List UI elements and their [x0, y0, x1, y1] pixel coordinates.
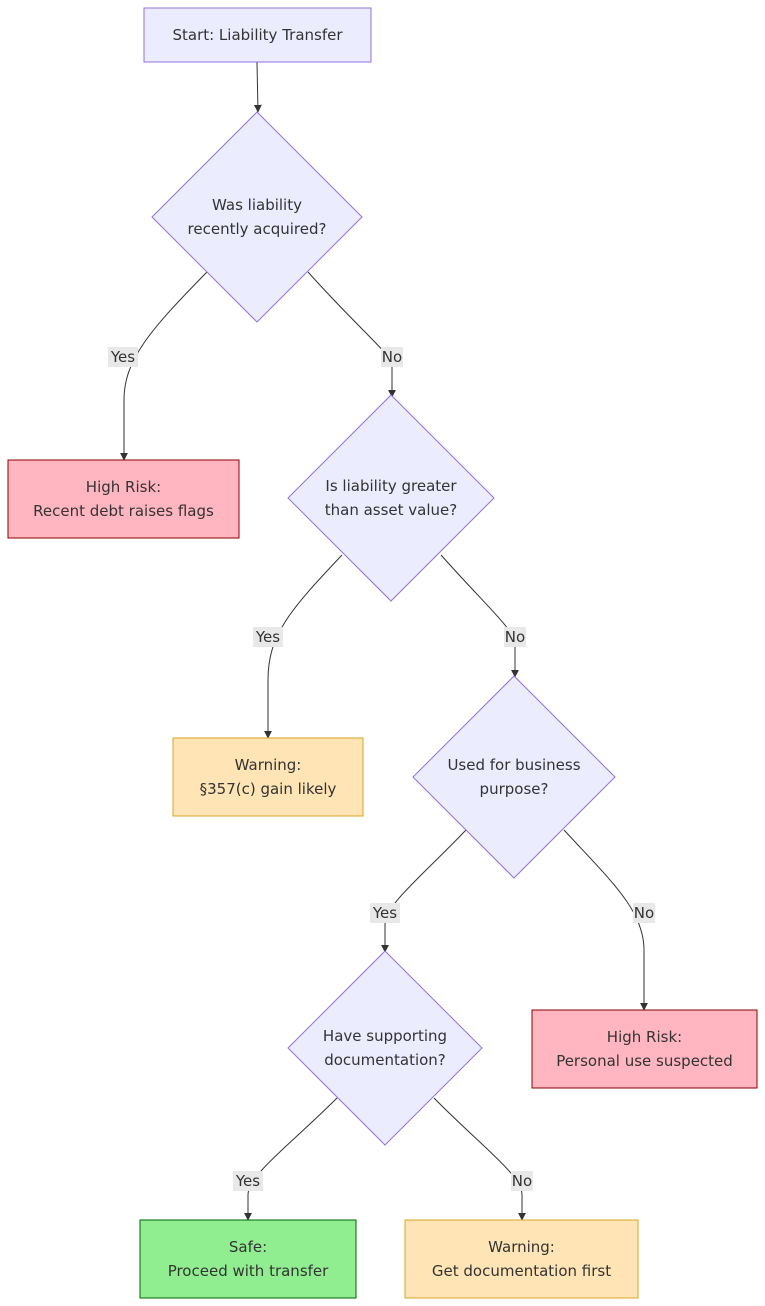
- node-label-line: documentation?: [324, 1051, 446, 1069]
- decision-diamond: [287, 950, 483, 1146]
- node-label-line: Get documentation first: [432, 1262, 611, 1280]
- node-label-line: purpose?: [480, 780, 549, 798]
- decision-node-q2: Is liability greater than asset value?: [287, 394, 495, 602]
- process-node-warn2: Warning: Get documentation first: [404, 1219, 639, 1299]
- edge-label-background: [108, 347, 138, 367]
- decision-node-q1: Was liability recently acquired?: [151, 111, 363, 323]
- node-label-line: High Risk:: [86, 478, 161, 496]
- edge-label-background: [504, 627, 526, 647]
- node-label-line: than asset value?: [325, 501, 458, 519]
- process-box: [139, 1219, 357, 1299]
- edge-label-background: [511, 1171, 533, 1191]
- node-label-line: recently acquired?: [188, 220, 327, 238]
- edge-q4-to-safe: [244, 1097, 338, 1221]
- decision-diamond: [151, 111, 363, 323]
- process-box: [143, 7, 372, 63]
- decision-node-q4: Have supporting documentation?: [287, 950, 483, 1146]
- edge-q1-to-risk1: [120, 271, 208, 461]
- edge-label-background: [233, 1171, 263, 1191]
- node-label-line: Was liability: [212, 196, 302, 214]
- edge-label-q3-to-q4: Yes: [370, 903, 400, 923]
- edge-label-q1-to-q2: No: [381, 347, 403, 367]
- node-label-line: Warning:: [488, 1238, 555, 1256]
- edge-label-background: [370, 903, 400, 923]
- node-label-line: Proceed with transfer: [168, 1262, 329, 1280]
- edge-start-to-q1: [253, 61, 262, 113]
- process-node-safe: Safe: Proceed with transfer: [139, 1219, 357, 1299]
- edge-q1-to-q2: [307, 271, 396, 398]
- node-label-line: Safe:: [229, 1238, 267, 1256]
- edge-label-text: No: [512, 1172, 532, 1190]
- edge-label-text: No: [505, 628, 525, 646]
- decision-node-q3: Used for business purpose?: [412, 675, 616, 879]
- node-label-line: Used for business: [447, 756, 580, 774]
- edge-label-text: Yes: [235, 1172, 260, 1190]
- node-label-line: Is liability greater: [325, 477, 457, 495]
- edge-q2-to-warn1: [264, 554, 343, 739]
- node-label-line: Warning:: [235, 756, 302, 774]
- node-label-line: High Risk:: [607, 1028, 682, 1046]
- edge-label-q4-to-warn2: No: [511, 1171, 533, 1191]
- edge-q4-to-warn2: [433, 1097, 526, 1221]
- edge-label-text: Yes: [255, 628, 280, 646]
- process-box: [404, 1219, 639, 1299]
- edge-label-q2-to-warn1: Yes: [253, 627, 283, 647]
- edge-label-text: Yes: [372, 904, 397, 922]
- decision-diamond: [412, 675, 616, 879]
- edge-q3-to-risk2: [563, 829, 648, 1011]
- edge-label-background: [253, 627, 283, 647]
- edge-label-text: No: [382, 348, 402, 366]
- process-node-risk1: High Risk: Recent debt raises flags: [7, 459, 240, 539]
- edge-label-q3-to-risk2: No: [633, 903, 655, 923]
- decision-diamond: [287, 394, 495, 602]
- process-node-warn1: Warning: §357(c) gain likely: [172, 737, 364, 817]
- edge-label-q4-to-safe: Yes: [233, 1171, 263, 1191]
- edge-label-background: [381, 347, 403, 367]
- edge-label-text: No: [634, 904, 654, 922]
- edge-label-q2-to-q3: No: [504, 627, 526, 647]
- process-node-start: Start: Liability Transfer: [143, 7, 372, 63]
- edge-label-background: [633, 903, 655, 923]
- edge-label-text: Yes: [110, 348, 135, 366]
- process-node-risk2: High Risk: Personal use suspected: [531, 1009, 758, 1089]
- node-label-line: §357(c) gain likely: [200, 780, 337, 798]
- process-box: [172, 737, 364, 817]
- node-label-line: Recent debt raises flags: [33, 502, 214, 520]
- node-label-line: Start: Liability Transfer: [172, 26, 343, 44]
- node-label-line: Have supporting: [323, 1027, 447, 1045]
- edge-label-q1-to-risk1: Yes: [108, 347, 138, 367]
- edge-q3-to-q4: [381, 829, 467, 953]
- process-box: [531, 1009, 758, 1089]
- process-box: [7, 459, 240, 539]
- node-label-line: Personal use suspected: [556, 1052, 733, 1070]
- edge-q2-to-q3: [440, 554, 519, 678]
